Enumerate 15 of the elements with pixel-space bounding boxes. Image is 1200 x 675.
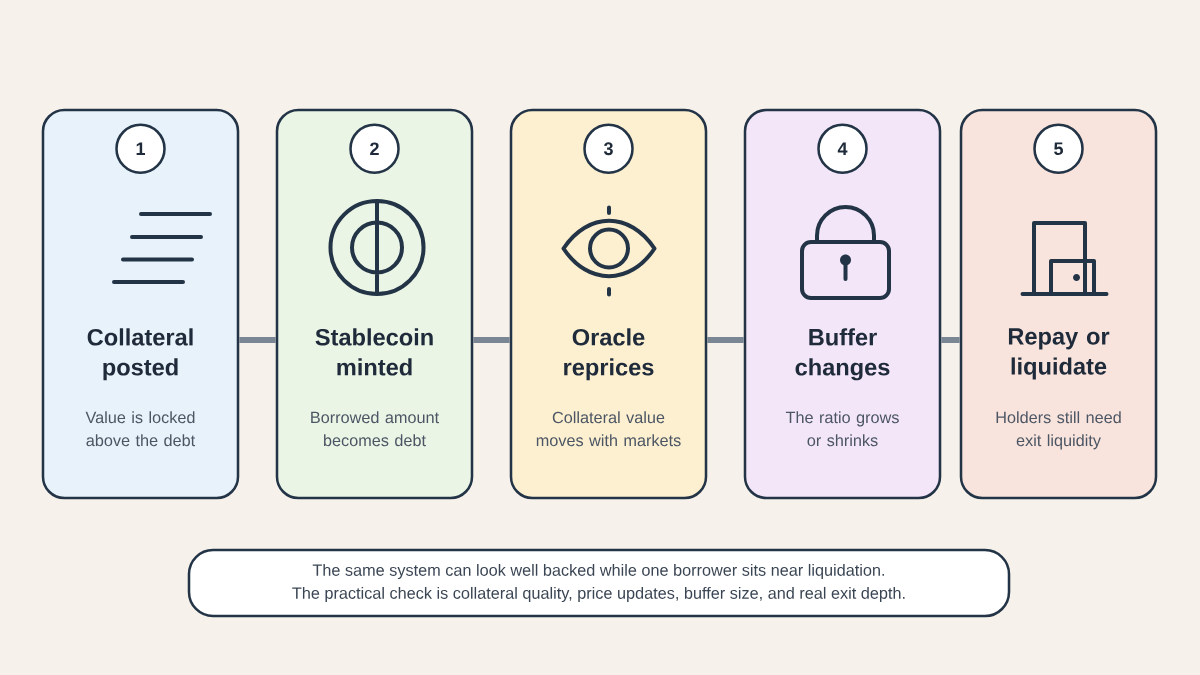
connector-line xyxy=(473,337,510,343)
connector-line xyxy=(239,337,276,343)
step-description: The ratio grows or shrinks xyxy=(785,411,899,447)
step-title: Buffer changes xyxy=(795,328,890,381)
connector-line xyxy=(941,337,960,343)
connector-line xyxy=(707,337,744,343)
step-title: Stablecoin minted xyxy=(315,328,433,376)
step-description: Holders still need exit liquidity xyxy=(996,411,1121,450)
note-box: The same system can look well backed while one borrower sits near liquidation. The practical check is collateral quality, price updates, buffer size, and real exit depth. xyxy=(187,548,1011,618)
step-description: Borrowed amount becomes debt xyxy=(311,411,439,447)
step-description: Value is locked above the debt xyxy=(85,411,196,447)
step-title: Repay or liquidate xyxy=(1008,328,1110,380)
step-title: Collateral posted xyxy=(87,328,193,381)
step-title: Oracle reprices xyxy=(564,328,654,381)
step-description: Collateral value moves with markets xyxy=(536,411,681,447)
